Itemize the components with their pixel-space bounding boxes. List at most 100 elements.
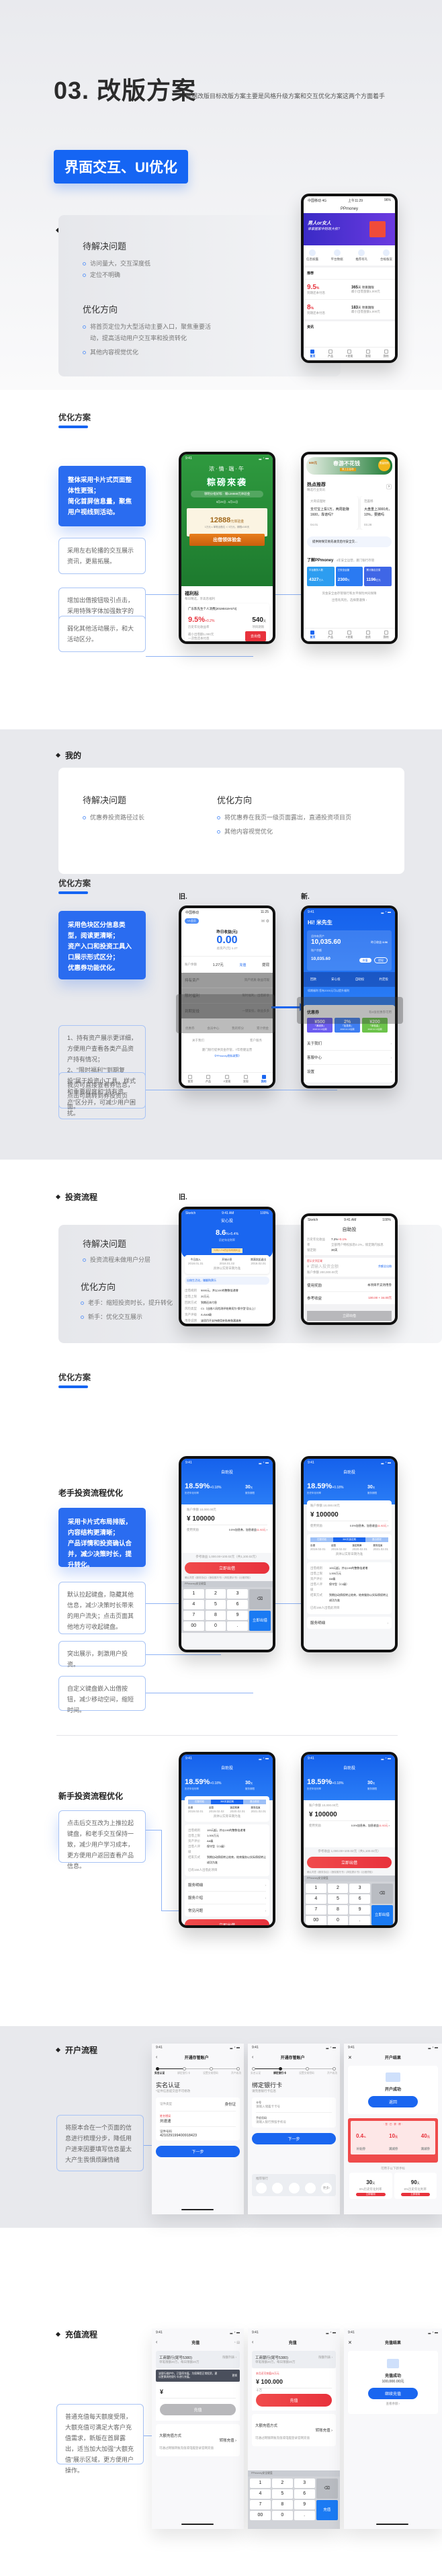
amount-input[interactable]: ¥ 100000: [309, 1811, 390, 1821]
tab-home[interactable]: 首页: [310, 631, 315, 639]
coupon-card[interactable]: ¥500「满减券」2018.10.10过期: [307, 1018, 333, 1033]
product-row[interactable]: 8%到期还本付息 183天 项目期限最小出借金额1,000元: [304, 299, 395, 319]
tab-products[interactable]: 产品: [328, 350, 333, 358]
list-item[interactable]: 常见问题›: [188, 1908, 266, 1914]
news-card[interactable]: 范晨晔 大盘重上3000点，赚了10%，要撤吗 03.28: [361, 496, 392, 530]
next-button[interactable]: 下一步: [156, 2146, 240, 2157]
tool-payback[interactable]: 回款: [310, 977, 316, 981]
top-banner[interactable]: 500元 春游不花钱 就上主会场 限量抢购: [306, 457, 392, 475]
grid-member[interactable]: 会员中心: [207, 1027, 220, 1030]
recharge-link[interactable]: 充值: [239, 963, 247, 967]
message-icon[interactable]: ✉ ⚙: [261, 919, 269, 924]
back-icon[interactable]: ‹: [252, 2340, 254, 2345]
news-card[interactable]: 大哥说理财 支付宝上投1万，两周能赚1600，靠谱吗? 04.01: [307, 496, 358, 530]
back-icon[interactable]: ‹: [252, 2055, 254, 2060]
withdraw-link[interactable]: 提现: [261, 963, 269, 967]
id-number-input[interactable]: 421029199400918423: [160, 2134, 197, 2138]
withdraw-button[interactable]: 提现: [374, 957, 388, 963]
menu-item[interactable]: 持有资产资产优质 收益可观: [181, 973, 273, 988]
continue-recharge-button[interactable]: 继续充值: [368, 2388, 418, 2399]
privacy-link[interactable]: 《PPmoney隐私政策》: [213, 1054, 241, 1057]
product-row[interactable]: 9.5%到期还本付息 365天 项目期限最小出借金额1,000元: [304, 279, 395, 299]
close-icon[interactable]: ✕: [348, 2055, 352, 2060]
promo-bar[interactable]: 出借生活化，赚翻购票乐: [185, 1277, 269, 1285]
coupon-list[interactable]: ¥500「满减券」2018.10.10过期 2%「加息券」2018.10.10过…: [307, 1018, 392, 1033]
service-icon[interactable]: ◔ ▤: [233, 2340, 240, 2345]
bank-icon[interactable]: [256, 2183, 267, 2193]
recharge-button-disabled[interactable]: 充值: [160, 2404, 236, 2415]
notice-bar[interactable]: 提供财保交易先收货后付安全交...: [307, 536, 392, 547]
bank-card[interactable]: 工商银行(尾号5380)限额列表 › 单笔限额20万，每日限额20万: [156, 2351, 240, 2368]
news-carousel[interactable]: 大哥说理财 支付宝上投1万，两周能赚1600，靠谱吗? 04.01 范晨晔 大盘…: [307, 496, 392, 530]
tool-scheduled[interactable]: 约定投: [379, 977, 388, 981]
bank-icon[interactable]: [304, 2183, 316, 2193]
icon-compliance[interactable]: 合规备案: [380, 249, 392, 261]
list-item[interactable]: 服务介绍›: [188, 1892, 266, 1904]
menu-item[interactable]: 到期复投一键复投，收益多多: [185, 1009, 269, 1014]
phone-input[interactable]: 请输入银行预留手机号: [256, 2120, 286, 2124]
member-badge[interactable]: V1会员: [185, 918, 199, 924]
chevron-right-icon[interactable]: ›: [386, 484, 392, 489]
tab-discover-f[interactable]: F发现: [224, 1075, 230, 1084]
product-card[interactable]: 广东陈先生个人消费[20190419-573] 9.5%+0.2%历史年化收益率…: [185, 604, 269, 641]
invest-now-button[interactable]: 立即出借: [307, 1857, 392, 1868]
tab-mine[interactable]: 我的: [384, 350, 389, 358]
close-icon[interactable]: ✕: [348, 2340, 352, 2345]
all-in-link[interactable]: 余额全出借: [378, 1264, 392, 1268]
large-recharge-row[interactable]: 大额充值方式可通过网银转账充值或电脑登录官网充值转账充值 ›: [252, 2414, 336, 2446]
view-balance-link[interactable]: 查看余额 ›: [386, 2402, 400, 2405]
risk-link[interactable]: 出借有风险，选择需谨慎 ›: [331, 598, 367, 602]
large-recharge-row[interactable]: 大额充值方式可通过网银转账充值或电脑登录官网充值转账充值 ›: [156, 2424, 240, 2456]
invest-now-button[interactable]: 立即出借: [185, 1562, 269, 1574]
invest-button-disabled[interactable]: 立即出借: [307, 1311, 392, 1321]
tab-products[interactable]: 产品: [206, 1075, 211, 1084]
more-banks[interactable]: 更多›: [321, 2183, 332, 2193]
bank-icon[interactable]: [288, 2183, 300, 2193]
list-item[interactable]: 客服中心›: [307, 1051, 392, 1065]
bank-card[interactable]: 工商银行(尾号5380)限额列表 › 单笔限额20万，每日限额20万: [252, 2351, 336, 2368]
grid-points[interactable]: 我的积分: [232, 1027, 245, 1030]
amount-input[interactable]: ¥ 100000: [187, 1515, 267, 1525]
tab-home[interactable]: 首页: [310, 350, 315, 358]
tab-discover-f[interactable]: F发现: [346, 350, 353, 358]
icon-info[interactable]: 信息披露: [306, 249, 318, 261]
tab-home[interactable]: 首页: [187, 1075, 193, 1084]
promo-banner[interactable]: 男人or女人 谁掌握家中财政大权？: [304, 213, 395, 245]
tab-products[interactable]: 产品: [328, 631, 333, 639]
tab-mine[interactable]: 我的: [261, 1075, 267, 1084]
menu-item[interactable]: 限时福利限时福利、出借即享: [181, 988, 273, 1004]
service-link[interactable]: 客户服务: [250, 1039, 262, 1042]
coupon-card[interactable]: ¥200「体验金」2018.10.10过期: [362, 1018, 388, 1033]
coupon-more-link[interactable]: 有6张优惠券可用: [368, 1010, 392, 1014]
amount-input[interactable]: ¥ 100.000: [256, 2376, 332, 2388]
next-button[interactable]: 下一步: [252, 2133, 336, 2144]
amount-input[interactable]: 请输入投资金额: [310, 1265, 339, 1269]
tab-mine[interactable]: 我的: [384, 631, 389, 639]
back-icon[interactable]: ‹: [156, 2055, 158, 2060]
list-item[interactable]: 服务明细›: [307, 1617, 392, 1629]
return-button[interactable]: 返回: [368, 2096, 418, 2107]
card-number-input[interactable]: 请输入储蓄卡卡号: [256, 2105, 280, 2108]
grid-coupon[interactable]: 优惠券: [185, 1027, 195, 1030]
tab-discover[interactable]: 发现: [243, 1075, 249, 1084]
name-input[interactable]: 刘速速: [160, 2120, 171, 2124]
amount-input[interactable]: ¥ 100000: [310, 1511, 388, 1521]
invest-button[interactable]: 去出借: [245, 631, 266, 641]
tab-member[interactable]: 会员: [365, 631, 371, 639]
icon-data[interactable]: 平台数据: [331, 249, 343, 261]
id-type-select[interactable]: 身份证: [224, 2103, 236, 2107]
bank-icon[interactable]: [272, 2183, 283, 2193]
cta-button[interactable]: 出借领体验金: [189, 534, 265, 546]
about-link[interactable]: 关于我们: [192, 1039, 204, 1042]
list-item[interactable]: 关于我们›: [307, 1037, 392, 1051]
list-item[interactable]: 服务明细›: [188, 1879, 266, 1892]
tool-safe-invest[interactable]: 安心投: [331, 977, 341, 981]
recharge-button[interactable]: 充值: [256, 2394, 332, 2407]
grid-commission[interactable]: 累计佣金: [256, 1027, 269, 1030]
change-card-button[interactable]: 更换: [232, 2374, 237, 2377]
